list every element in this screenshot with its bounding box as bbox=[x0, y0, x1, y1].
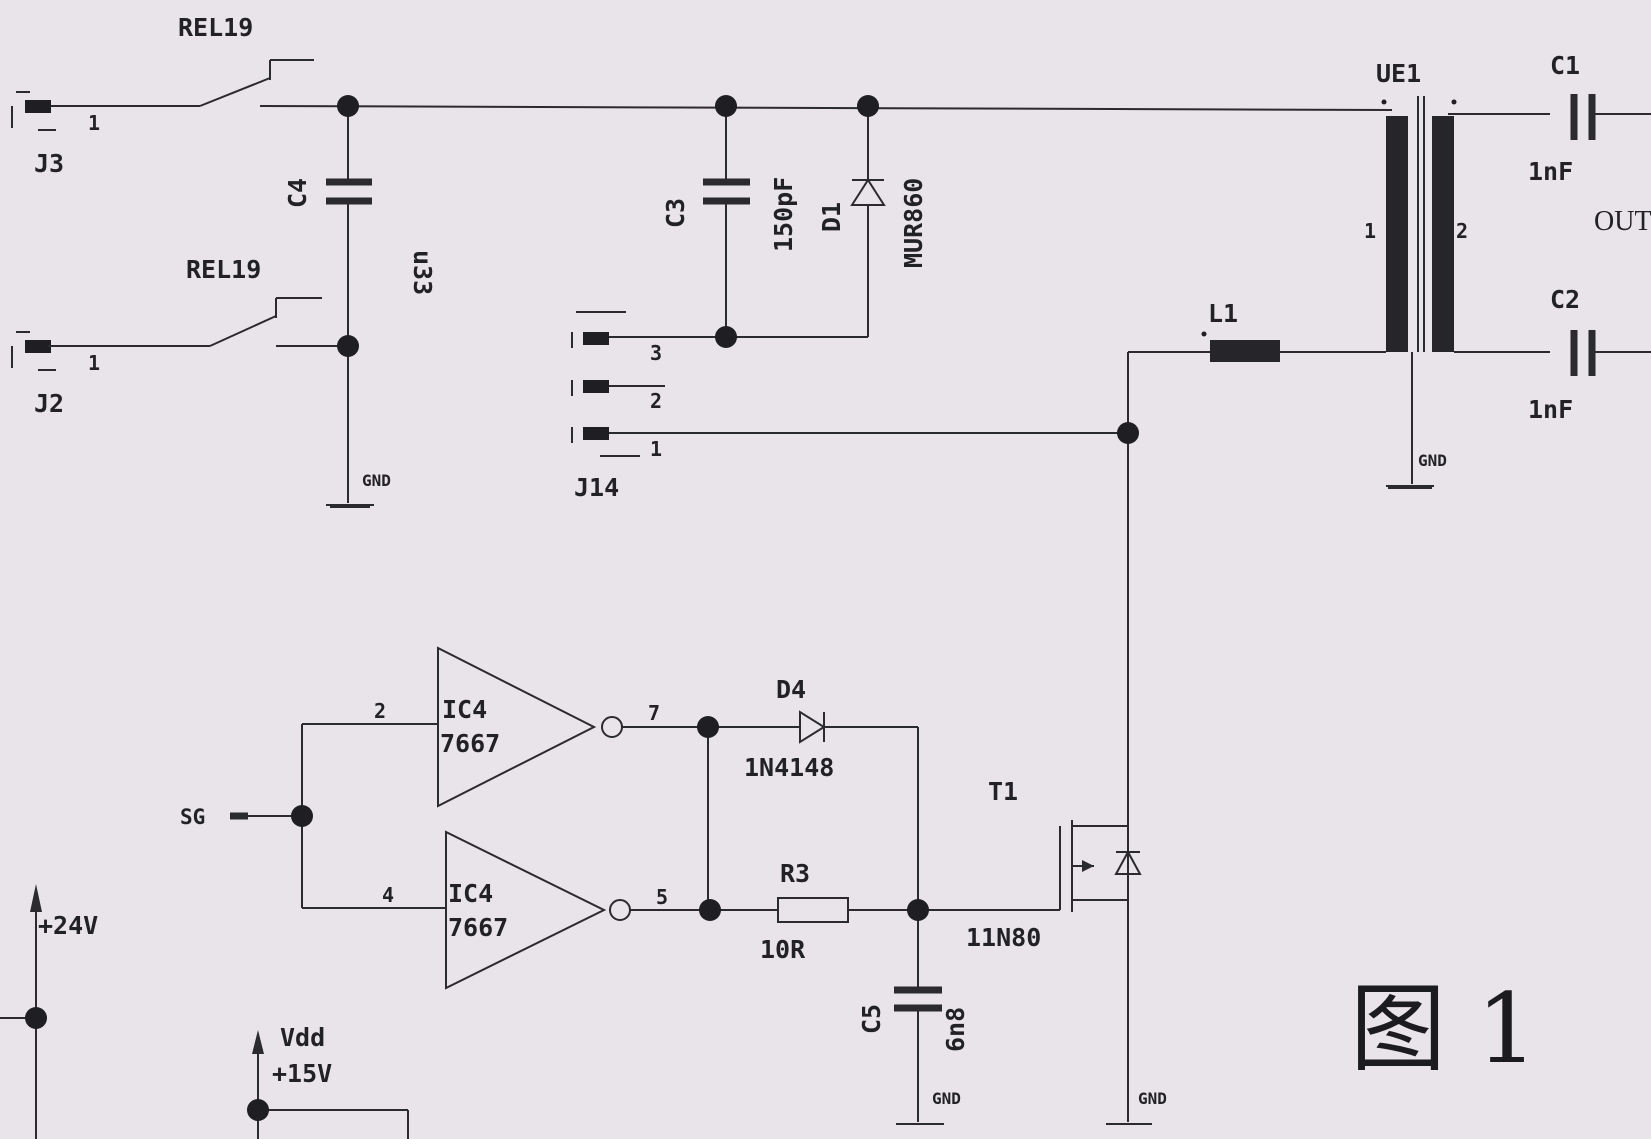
capacitor-c3: C3 150pF bbox=[661, 106, 798, 337]
r3-value-label: 10R bbox=[760, 935, 806, 964]
relay-switch-bottom: REL19 bbox=[186, 255, 348, 347]
diode-d1: D1 MUR860 bbox=[726, 106, 928, 338]
out-label: OUT bbox=[1594, 206, 1651, 237]
t1-ref-label: T1 bbox=[988, 777, 1018, 806]
c1-value-label: 1nF bbox=[1528, 157, 1573, 186]
inductor-l1: L1 bbox=[1127, 299, 1386, 1122]
c4-ref-label: C4 bbox=[283, 178, 312, 208]
c3-ref-label: C3 bbox=[661, 198, 690, 228]
ic4-top-pin-in: 2 bbox=[374, 699, 386, 723]
capacitor-c5: C5 6n8 GND bbox=[857, 910, 970, 1125]
j14-pin3-label: 3 bbox=[650, 341, 662, 365]
c5-ref-label: C5 bbox=[857, 1004, 886, 1034]
ic4-bottom-ref-label: IC4 bbox=[448, 879, 493, 908]
c3-value-label: 150pF bbox=[769, 177, 798, 252]
j14-ref-label: J14 bbox=[574, 473, 619, 502]
v24-label: +24V bbox=[38, 911, 98, 940]
rel19-bottom-label: REL19 bbox=[186, 255, 261, 284]
gnd-label-ue1: GND bbox=[1418, 451, 1447, 470]
gnd-label-c4: GND bbox=[362, 471, 391, 490]
mosfet-t1: T1 11N80 GND bbox=[966, 777, 1167, 1125]
d4-ref-label: D4 bbox=[776, 675, 806, 704]
c2-value-label: 1nF bbox=[1528, 395, 1573, 424]
ic4-bottom-gate: IC4 7667 4 5 bbox=[302, 830, 778, 990]
j3-pin-label: 1 bbox=[88, 111, 100, 135]
c4-value-label: u33 bbox=[408, 250, 437, 295]
top-rail-wires bbox=[48, 105, 1651, 115]
r3-ref-label: R3 bbox=[780, 859, 810, 888]
j3-ref-label: J3 bbox=[34, 149, 64, 178]
rail-vdd: Vdd +15V bbox=[252, 1023, 409, 1139]
capacitor-c1: C1 1nF bbox=[1528, 51, 1596, 186]
sg-input: SG bbox=[180, 724, 303, 908]
rel19-top-label: REL19 bbox=[178, 13, 253, 42]
rail-24v: +24V bbox=[0, 884, 98, 1139]
t1-value-label: 11N80 bbox=[966, 923, 1041, 952]
capacitor-c2: C2 1nF bbox=[1454, 285, 1651, 424]
resistor-r3: R3 10R bbox=[760, 859, 1060, 964]
ic4-top-part-label: 7667 bbox=[440, 729, 500, 758]
c2-ref-label: C2 bbox=[1550, 285, 1580, 314]
ic4-bottom-part-label: 7667 bbox=[448, 913, 508, 942]
vdd-label: Vdd bbox=[280, 1023, 325, 1052]
ic4-bottom-pin-out: 5 bbox=[656, 885, 668, 909]
ue1-pin2-label: 2 bbox=[1456, 219, 1468, 243]
figure-caption: 图 1 bbox=[1350, 973, 1538, 1085]
c1-ref-label: C1 bbox=[1550, 51, 1580, 80]
connector-j3: 1 J3 bbox=[11, 91, 100, 178]
d1-value-label: MUR860 bbox=[899, 178, 928, 268]
junction-dots bbox=[25, 95, 1139, 1121]
ue1-ref-label: UE1 bbox=[1376, 59, 1421, 88]
capacitor-c4: C4 u33 GND bbox=[283, 106, 437, 508]
transformer-ue1: UE1 1 2 GND bbox=[1364, 59, 1468, 489]
sg-label: SG bbox=[180, 805, 205, 829]
j2-pin-label: 1 bbox=[88, 351, 100, 375]
gnd-label-t1: GND bbox=[1138, 1089, 1167, 1108]
v15-label: +15V bbox=[272, 1059, 332, 1088]
ue1-pin1-label: 1 bbox=[1364, 219, 1376, 243]
relay-switch-top: REL19 bbox=[178, 13, 314, 107]
d4-value-label: 1N4148 bbox=[744, 753, 834, 782]
j14-pin1-label: 1 bbox=[650, 437, 662, 461]
ic4-top-gate: IC4 7667 2 7 bbox=[302, 646, 708, 808]
l1-ref-label: L1 bbox=[1208, 299, 1238, 328]
diode-d4: D4 1N4148 bbox=[707, 675, 919, 910]
d1-ref-label: D1 bbox=[817, 202, 846, 232]
connector-j14: 3 2 1 J14 bbox=[571, 311, 1128, 502]
ic4-top-pin-out: 7 bbox=[648, 701, 660, 725]
c5-value-label: 6n8 bbox=[941, 1007, 970, 1052]
connector-j2: 1 J2 bbox=[11, 331, 210, 418]
ic4-top-ref-label: IC4 bbox=[442, 695, 487, 724]
gnd-label-c5: GND bbox=[932, 1089, 961, 1108]
j14-pin2-label: 2 bbox=[650, 389, 662, 413]
j2-ref-label: J2 bbox=[34, 389, 64, 418]
ic4-bottom-pin-in: 4 bbox=[382, 883, 394, 907]
